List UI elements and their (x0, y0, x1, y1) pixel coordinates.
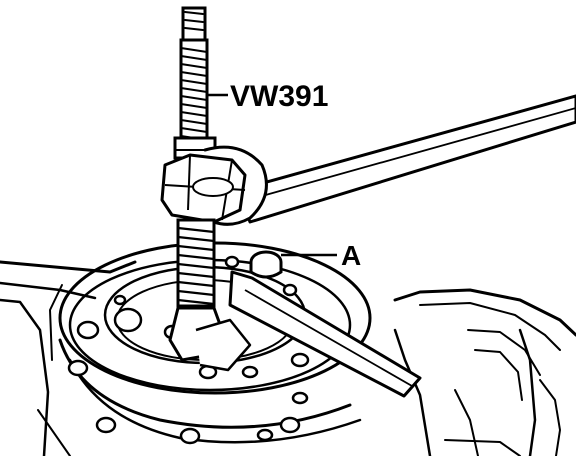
part-a-label: A (341, 240, 361, 271)
housing (0, 260, 576, 456)
lower-spindle (176, 218, 216, 308)
hex-nut (160, 153, 247, 224)
tool-label: VW391 (230, 80, 328, 113)
tool-spindle (173, 6, 217, 160)
open-end-wrench (198, 94, 576, 226)
lever-bar (228, 270, 422, 398)
callout-leaders (207, 93, 337, 257)
puller-body (168, 306, 252, 372)
part-a-bolt (249, 250, 283, 279)
